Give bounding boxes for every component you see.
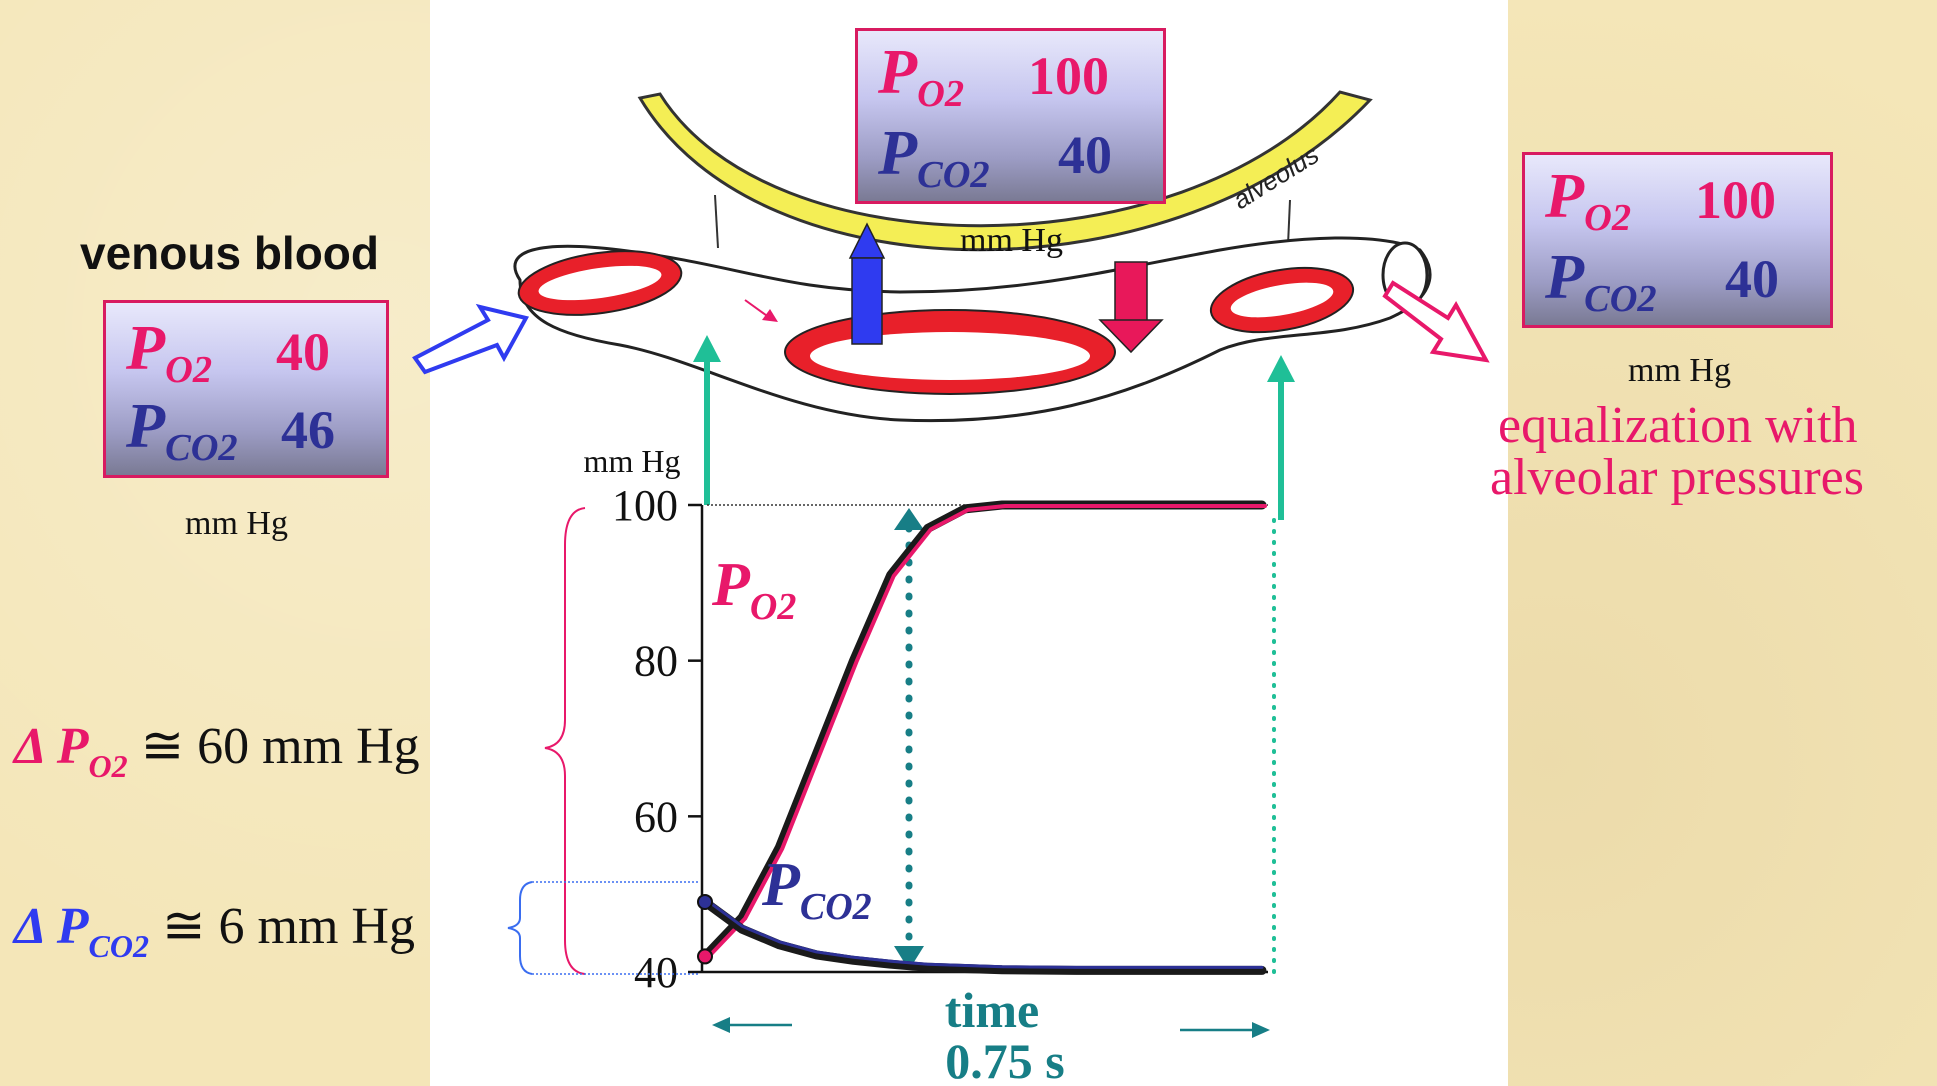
y-tick-label: 80 [634, 637, 678, 686]
equalization-note-line1: equalization with [1498, 397, 1858, 454]
y-tick-label: 100 [612, 481, 678, 530]
equalization-note-line2: alveolar pressures [1490, 449, 1864, 506]
red-blood-cell [784, 309, 1116, 395]
red-blood-cell [517, 250, 683, 316]
alveolar-pco2-value: 40 [1058, 125, 1112, 185]
time-value: 0.75 s [945, 1033, 1064, 1086]
alveolar-po2-value: 100 [1028, 46, 1109, 106]
time-label: time [945, 982, 1039, 1038]
delta-pco2-label: Δ PCO2 ≅ 6 mm Hg [14, 898, 415, 964]
alveolus-wall [637, 90, 1373, 252]
venous-blood-label: venous blood [80, 227, 379, 279]
venous-pco2-value: 46 [281, 400, 335, 460]
po2-start-point [697, 948, 713, 965]
alveolar-pressure-box: PO2 100 PCO2 40 [855, 28, 1166, 204]
po2-curve-label: PO2 [711, 551, 796, 628]
red-blood-cell [1209, 266, 1355, 334]
link-arrow-right [1267, 355, 1295, 520]
venous-inflow-arrow [412, 303, 530, 375]
venous-pco2-label: PCO2 [126, 390, 238, 470]
po2-delta-brace [544, 507, 586, 975]
venous-unit: mm Hg [185, 505, 288, 542]
y-axis-label: mm Hg [584, 443, 681, 479]
y-tick-label: 40 [634, 948, 678, 997]
arterial-pco2-label: PCO2 [1545, 241, 1657, 321]
delta-po2-label: Δ PO2 ≅ 60 mm Hg [14, 718, 420, 784]
pco2-curve [703, 897, 1264, 969]
pco2-delta-brace [507, 881, 533, 975]
time-arrow-right [1180, 1022, 1270, 1038]
arterial-po2-value: 100 [1695, 170, 1776, 230]
flow-arrow-small [744, 299, 778, 322]
arterial-pco2-value: 40 [1725, 249, 1779, 309]
co2-diffusion-arrow [848, 222, 886, 345]
arterial-unit: mm Hg [1628, 352, 1731, 389]
arterial-outflow-arrow [1382, 280, 1490, 363]
pco2-start-point [697, 893, 713, 910]
alveolar-pco2-label: PCO2 [878, 117, 990, 197]
arterial-po2-label: PO2 [1545, 160, 1632, 240]
time-arrow-left [712, 1017, 792, 1033]
y-tick-label: 60 [634, 792, 678, 841]
equilibrium-marker [894, 508, 924, 970]
venous-po2-value: 40 [276, 322, 330, 382]
o2-diffusion-arrow [1098, 261, 1164, 354]
venous-pressure-box: PO2 40 PCO2 46 [103, 300, 389, 478]
po2-curve [706, 504, 1267, 960]
arterial-pressure-box: PO2 100 PCO2 40 [1522, 152, 1833, 328]
alveolar-po2-label: PO2 [878, 36, 965, 116]
venous-po2-label: PO2 [126, 312, 213, 392]
alveolar-unit: mm Hg [960, 222, 1063, 259]
link-arrow-left [693, 335, 721, 505]
pco2-curve-shadow [700, 897, 1267, 975]
pco2-curve-label: PCO2 [761, 851, 872, 928]
